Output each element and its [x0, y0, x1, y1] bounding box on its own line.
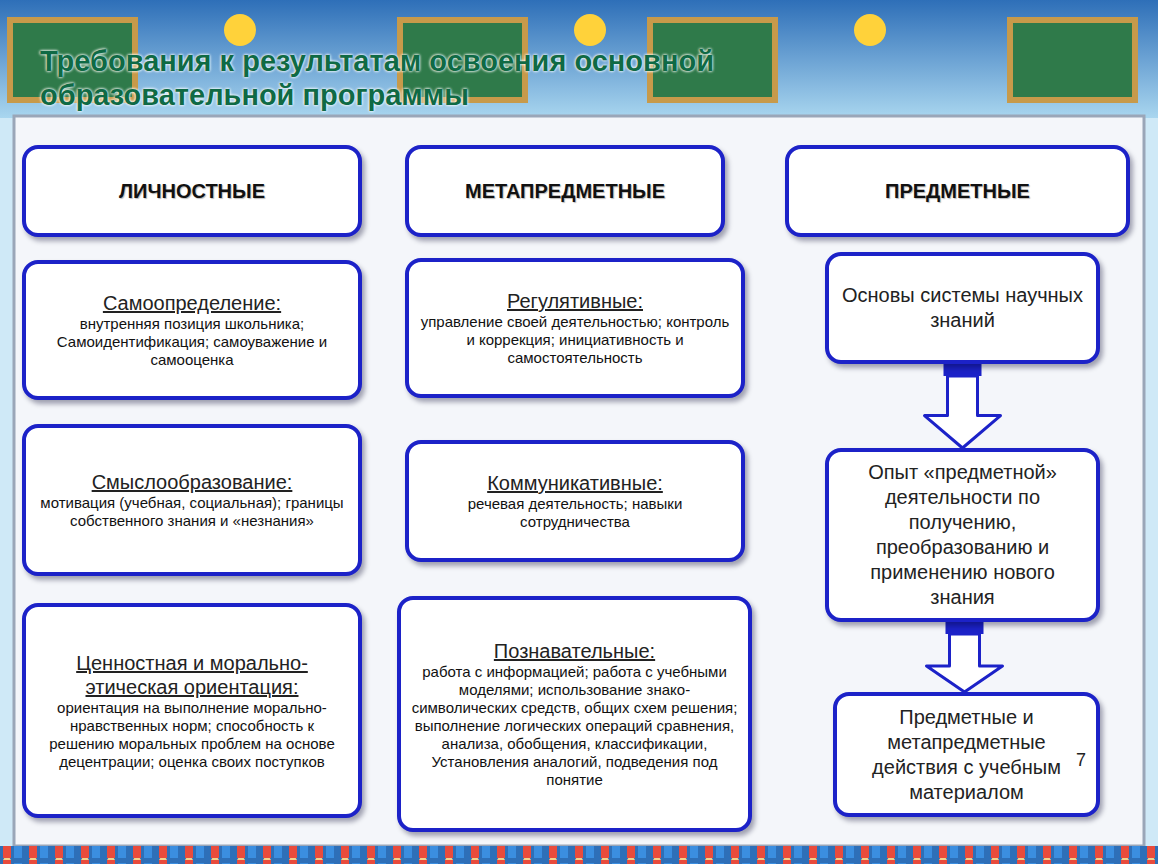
result-box: Ценностная и морально-этическая ориентац… — [22, 603, 362, 818]
sun — [224, 14, 256, 46]
chalkboard — [1010, 20, 1135, 100]
result-box: Смыслообразование:мотивация (учебная, со… — [22, 424, 362, 576]
result-box: Коммуникативные:речевая деятельность; на… — [405, 440, 745, 562]
box-text: Предметные и метапредметные действия с у… — [847, 705, 1086, 805]
box-body: работа с информацией; работа с учебными … — [411, 663, 738, 789]
page-number: 7 — [1076, 750, 1086, 771]
sky-band — [0, 0, 1158, 118]
column-header: МЕТАПРЕДМЕТНЫЕ — [405, 145, 725, 237]
arrow-cap — [946, 622, 984, 634]
pencil-strip — [0, 846, 1158, 864]
box-body: мотивация (учебная, социальная); границы… — [36, 494, 348, 530]
box-heading: Самоопределение: — [103, 291, 281, 315]
result-box: Предметные и метапредметные действия с у… — [833, 692, 1100, 817]
box-heading: Смыслообразование: — [92, 470, 293, 494]
box-heading: Коммуникативные: — [487, 471, 663, 495]
box-text: ПРЕДМЕТНЫЕ — [885, 180, 1030, 203]
box-text: МЕТАПРЕДМЕТНЫЕ — [465, 180, 665, 203]
result-box: Основы системы научных знаний — [825, 252, 1100, 364]
flow-arrow — [925, 364, 1001, 448]
column-header: ЛИЧНОСТНЫЕ — [22, 145, 362, 237]
sun — [854, 14, 886, 46]
result-box: Самоопределение:внутренняя позиция школь… — [22, 260, 362, 400]
pencil-strip — [0, 846, 1158, 864]
flow-arrow — [927, 622, 1003, 692]
result-box: Опыт «предметной» деятельности по получе… — [825, 448, 1100, 622]
result-box: Познавательные:работа с информацией; раб… — [397, 596, 752, 832]
block-arrow — [925, 376, 1001, 448]
result-box: Регулятивные:управление своей деятельнос… — [405, 258, 745, 398]
arrow-cap — [944, 364, 982, 376]
box-heading: Регулятивные: — [507, 289, 643, 313]
sun — [574, 14, 606, 46]
box-heading: Познавательные: — [494, 639, 655, 663]
box-heading: Ценностная и морально-этическая ориентац… — [36, 651, 348, 699]
box-text: ЛИЧНОСТНЫЕ — [119, 180, 265, 203]
box-body: управление своей деятельностью; контроль… — [419, 313, 731, 367]
column-header: ПРЕДМЕТНЫЕ — [785, 145, 1130, 237]
box-text: Опыт «предметной» деятельности по получе… — [839, 460, 1086, 610]
box-body: внутренняя позиция школьника; Самоиденти… — [36, 315, 348, 369]
slide-title: Требования к результатам освоения основн… — [40, 44, 860, 112]
box-text: Основы системы научных знаний — [839, 283, 1086, 333]
block-arrow — [927, 634, 1003, 692]
panel — [14, 116, 1144, 846]
box-body: речевая деятельность; навыки сотрудничес… — [419, 495, 731, 531]
box-body: ориентация на выполнение морально-нравст… — [36, 699, 348, 771]
